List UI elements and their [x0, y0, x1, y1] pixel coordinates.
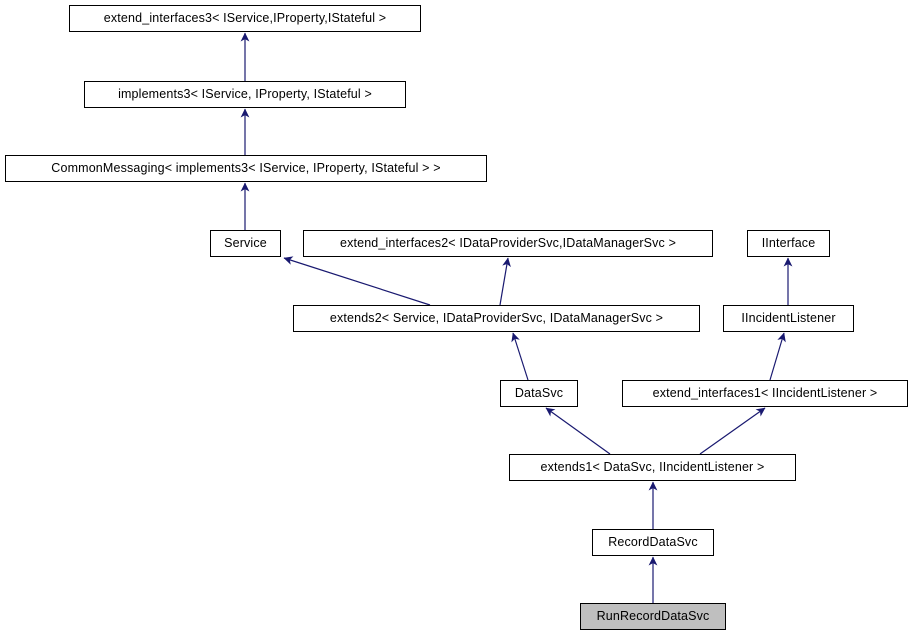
class-node-implements3[interactable]: implements3< IService, IProperty, IState… — [84, 81, 406, 108]
class-node-extends2[interactable]: extends2< Service, IDataProviderSvc, IDa… — [293, 305, 700, 332]
edge-extends1-to-extend-interfaces1 — [699, 407, 766, 455]
class-node-extends1[interactable]: extends1< DataSvc, IIncidentListener > — [509, 454, 796, 481]
edge-extends2-to-extend-interfaces2 — [499, 257, 511, 306]
class-node-commonmessaging[interactable]: CommonMessaging< implements3< IService, … — [5, 155, 487, 182]
class-node-iinterface[interactable]: IInterface — [747, 230, 830, 257]
edge-extends2-to-service — [283, 256, 431, 306]
class-node-label: extend_interfaces3< IService,IProperty,I… — [103, 11, 387, 26]
class-node-label: implements3< IService, IProperty, IState… — [118, 87, 372, 102]
class-node-label: Service — [224, 236, 267, 251]
class-node-runrecorddatasvc[interactable]: RunRecordDataSvc — [580, 603, 726, 630]
class-node-datasvc[interactable]: DataSvc — [500, 380, 578, 407]
class-node-label: extend_interfaces2< IDataProviderSvc,IDa… — [339, 236, 677, 251]
class-node-label: IIncidentListener — [741, 311, 836, 326]
class-node-iincidentlistener[interactable]: IIncidentListener — [723, 305, 854, 332]
class-node-label: RunRecordDataSvc — [596, 609, 710, 624]
edge-extends1-to-datasvc — [545, 407, 611, 455]
class-node-label: IInterface — [761, 236, 816, 251]
edge-datasvc-to-extends2 — [511, 332, 529, 381]
class-node-label: RecordDataSvc — [608, 535, 698, 550]
class-node-label: extends2< Service, IDataProviderSvc, IDa… — [329, 311, 664, 326]
class-node-extend-interfaces1[interactable]: extend_interfaces1< IIncidentListener > — [622, 380, 908, 407]
class-node-extend-interfaces3[interactable]: extend_interfaces3< IService,IProperty,I… — [69, 5, 421, 32]
class-node-label: extends1< DataSvc, IIncidentListener > — [540, 460, 765, 475]
edge-extend-interfaces1-to-iincidentlistener — [769, 332, 786, 381]
class-node-label: extend_interfaces1< IIncidentListener > — [652, 386, 878, 401]
class-node-recorddatasvc[interactable]: RecordDataSvc — [592, 529, 714, 556]
class-node-service[interactable]: Service — [210, 230, 281, 257]
class-node-extend-interfaces2[interactable]: extend_interfaces2< IDataProviderSvc,IDa… — [303, 230, 713, 257]
class-node-label: DataSvc — [514, 386, 564, 401]
class-node-label: CommonMessaging< implements3< IService, … — [51, 161, 441, 176]
